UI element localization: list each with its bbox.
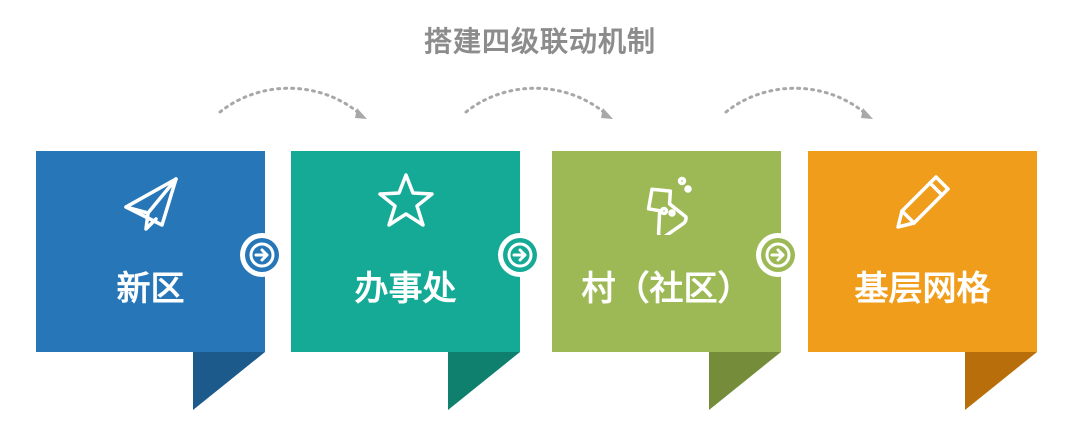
- dotted-arrow-2: [464, 86, 608, 116]
- connector-2: [498, 233, 542, 277]
- connector-1: [240, 233, 284, 277]
- dotted-arrow-3: [724, 86, 868, 116]
- arrow-right-circle-icon: [503, 238, 537, 272]
- stage-tail-cun-shequ: [709, 352, 781, 410]
- flask-icon: [646, 176, 692, 235]
- stage-label: 新区: [116, 269, 185, 309]
- stage-card-banshichu: 办事处: [291, 151, 520, 352]
- diagram-title: 搭建四级联动机制: [423, 25, 656, 58]
- stage-card-xinqu: 新区: [36, 151, 265, 352]
- dotted-arrowhead-2: [601, 108, 613, 119]
- dotted-arrow-1: [218, 86, 362, 116]
- stage-card-cun-shequ: 村（社区）: [552, 151, 781, 352]
- stage-label: 办事处: [354, 269, 457, 309]
- pencil-icon: [895, 175, 950, 229]
- stage-card-jiceng-wangge: 基层网格: [808, 151, 1037, 352]
- paper-plane-icon: [123, 177, 178, 231]
- connector-3: [756, 233, 800, 277]
- stage-label: 基层网格: [854, 269, 991, 309]
- stage-label: 村（社区）: [581, 269, 752, 309]
- arrow-right-circle-icon: [761, 238, 795, 272]
- dotted-arrowhead-1: [355, 108, 367, 119]
- stage-tail-banshichu: [448, 352, 520, 410]
- stage-tail-xinqu: [193, 352, 265, 410]
- star-icon: [377, 173, 434, 227]
- stage-tail-jiceng-wangge: [965, 352, 1037, 410]
- arrow-right-circle-icon: [245, 238, 279, 272]
- dotted-arrowhead-3: [861, 108, 873, 119]
